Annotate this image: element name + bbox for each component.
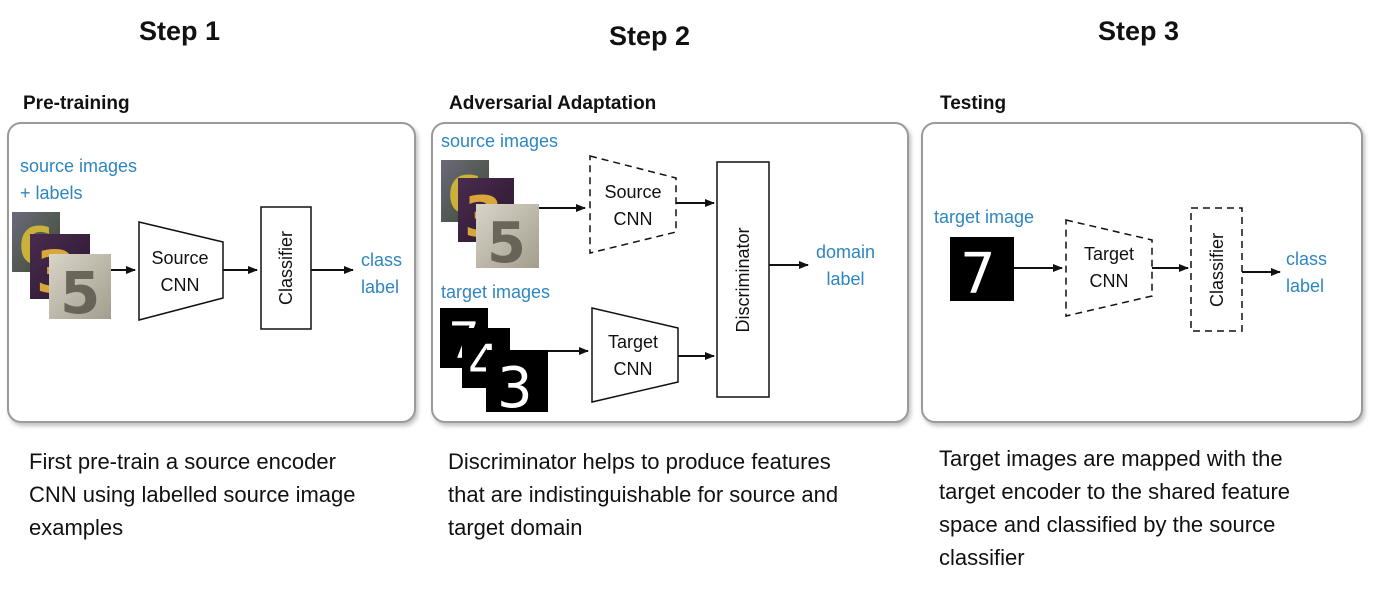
target-cnn-3-line2: CNN (1090, 271, 1129, 291)
s1-caption: First pre-train a source encoder CNN usi… (29, 445, 356, 544)
s1-output-line2: label (361, 277, 400, 297)
classifier-3-label: Classifier (1207, 233, 1227, 307)
s2-caption-line3: target domain (448, 515, 583, 540)
target-cnn-2: Target CNN (591, 307, 679, 403)
s3-output-label: class label (1286, 246, 1327, 300)
s3-output-line1: class (1286, 249, 1328, 269)
svg-text:3: 3 (497, 356, 533, 421)
source-cnn-1: Source CNN (138, 221, 224, 321)
discriminator-label: Discriminator (733, 227, 753, 332)
s2-output-line1: domain (816, 242, 876, 262)
source-cnn-1-line2: CNN (161, 275, 200, 295)
testing-title: Testing (940, 93, 1007, 114)
s1-caption-line2: CNN using labelled source image (29, 482, 356, 507)
classifier-1-label: Classifier (276, 231, 296, 305)
step-1-label: Step 1 (139, 16, 221, 46)
s1-caption-line1: First pre-train a source encoder (29, 449, 336, 474)
s3-caption-line2: target encoder to the shared feature (939, 479, 1291, 504)
s3-output-line2: label (1286, 276, 1325, 296)
svg-text:7: 7 (960, 242, 996, 307)
s1-input-label-line2: + labels (20, 183, 83, 203)
target-cnn-2-line1: Target (608, 332, 658, 352)
source-cnn-2-line2: CNN (614, 209, 653, 229)
classifier-3: Classifier (1190, 207, 1243, 332)
s1-input-label: source images + labels (20, 153, 137, 207)
s2-output-line2: label (826, 269, 865, 289)
s3-caption: Target images are mapped with the target… (939, 442, 1290, 574)
step-3-label: Step 3 (1098, 16, 1180, 46)
s1-caption-line3: examples (29, 515, 124, 540)
s1-output-line1: class (361, 250, 403, 270)
s2-caption: Discriminator helps to produce features … (448, 445, 838, 544)
s3-caption-line3: space and classified by the source (939, 512, 1276, 537)
s1-output-label: class label (361, 247, 402, 301)
s3-caption-line4: classifier (939, 545, 1025, 570)
pretraining-title: Pre-training (23, 93, 130, 114)
source-cnn-2-line1: Source (604, 182, 661, 202)
svg-text:5: 5 (60, 259, 100, 327)
s3-caption-line1: Target images are mapped with the (939, 446, 1283, 471)
step-2-label: Step 2 (609, 21, 691, 51)
s3-input-label: target image (934, 207, 1035, 227)
adversarial-title: Adversarial Adaptation (449, 93, 657, 114)
test-image: 7 (950, 237, 1014, 307)
source-image-stack-2: 6 3 5 (441, 160, 539, 276)
s1-input-label-line1: source images (20, 156, 138, 176)
s2-caption-line1: Discriminator helps to produce features (448, 449, 831, 474)
target-cnn-3: Target CNN (1065, 219, 1153, 317)
svg-text:5: 5 (487, 211, 526, 276)
source-image-stack-1: 6 3 5 (12, 212, 111, 327)
target-cnn-2-line2: CNN (614, 359, 653, 379)
s2-source-label: source images (441, 131, 559, 151)
classifier-1: Classifier (260, 206, 312, 330)
s2-target-label: target images (441, 282, 551, 302)
source-cnn-1-line1: Source (151, 248, 208, 268)
target-cnn-3-line1: Target (1084, 244, 1134, 264)
discriminator: Discriminator (716, 161, 770, 398)
s2-output-label: domain label (816, 239, 875, 293)
s2-caption-line2: that are indistinguishable for source an… (448, 482, 839, 507)
target-image-stack-2: 7 4 3 (440, 308, 548, 421)
source-cnn-2: Source CNN (589, 155, 677, 254)
